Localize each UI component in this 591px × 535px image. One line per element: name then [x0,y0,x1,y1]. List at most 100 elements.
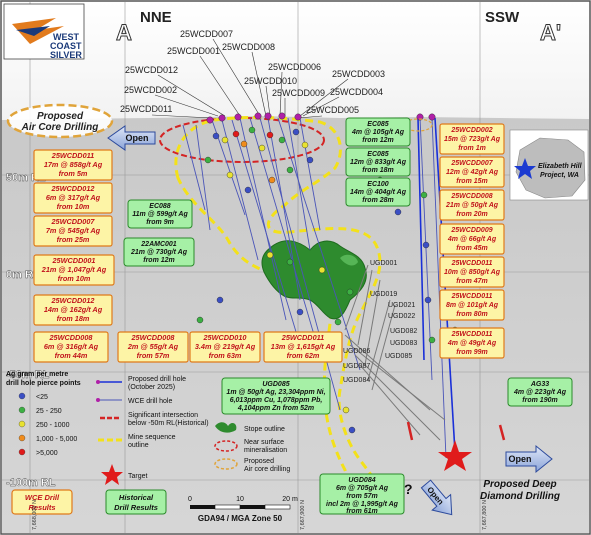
northing-labels: 7,668,000 N 7,667,900 N 7,667,800 N [32,500,488,530]
svg-text:6m @ 317g/t Ag: 6m @ 317g/t Ag [46,193,101,202]
section-end-a: A [116,20,132,45]
svg-text:Open: Open [508,454,531,464]
svg-text:4m @ 66g/t Ag: 4m @ 66g/t Ag [447,236,497,243]
svg-text:from 9m: from 9m [146,219,174,226]
svg-text:incl 2m @ 1,995g/t Ag: incl 2m @ 1,995g/t Ag [326,501,399,508]
underground-labels: UGD001 UGD019 UGD021 UGD022 UGD082 UGD08… [343,260,417,384]
svg-text:EC085: EC085 [367,121,389,128]
legend-swatch [18,406,26,414]
proposed-deep-label: Proposed Deep [483,479,556,490]
ug-label: UGD087 [343,363,370,370]
collar-label: 25WCDD001 [167,46,220,56]
svg-text:15m @ 723g/t Ag: 15m @ 723g/t Ag [444,136,501,143]
svg-text:12m @ 833g/t Ag: 12m @ 833g/t Ag [350,159,407,166]
legend-wce-box [11,489,73,515]
section-end-a-prime: A' [540,20,561,45]
svg-text:25WCDD008: 25WCDD008 [450,193,492,200]
collar-label: 25WCDD007 [180,29,233,39]
svg-text:from 47m: from 47m [456,278,488,285]
ug-label: UGD019 [370,291,397,298]
svg-text:from 1m: from 1m [458,145,486,152]
svg-text:4m @ 105g/t Ag: 4m @ 105g/t Ag [351,129,405,136]
ug-label: UGD086 [343,348,370,355]
svg-text:20 m: 20 m [282,496,298,503]
svg-text:25WCDD001: 25WCDD001 [52,256,96,265]
svg-text:COAST: COAST [50,41,82,51]
collar-label: 25WCDD008 [222,42,275,52]
svg-text:Stope outline: Stope outline [244,426,285,433]
svg-text:from 190m: from 190m [522,397,557,404]
svg-text:6m @ 316g/t Ag: 6m @ 316g/t Ag [44,342,99,351]
legend-hist-box [105,489,167,515]
wce-box: 25WCDD011 8m @ 101g/t Ag from 80m [439,289,505,321]
svg-text:25WCDD007: 25WCDD007 [450,160,493,167]
svg-text:13m @ 1,615g/t Ag: 13m @ 1,615g/t Ag [271,342,336,351]
svg-text:below -50m RL(Historical): below -50m RL(Historical) [128,420,209,427]
svg-text:(October 2025): (October 2025) [128,384,175,391]
proposed-deep-label: Diamond Drilling [480,491,560,502]
svg-text:1,000 - 5,000: 1,000 - 5,000 [36,436,77,443]
wce-box: 25WCDD012 14m @ 162g/t Ag from 18m [33,294,113,326]
svg-text:25WCDD009: 25WCDD009 [450,227,492,234]
svg-text:WCE drill hole: WCE drill hole [128,398,172,405]
svg-text:25WCDD010: 25WCDD010 [203,333,247,342]
ug-label: UGD021 [388,302,415,309]
open-arrow-right: Open [505,444,553,474]
ug-label: UGD085 [385,353,412,360]
wce-box: 25WCDD011 4m @ 49g/t Ag from 99m [439,327,505,359]
wce-box: 25WCDD008 6m @ 316g/t Ag from 44m [33,331,109,363]
stope-shape-highlight [340,254,358,266]
ug-label: UGD022 [388,313,415,320]
legend-target-star [101,464,123,485]
svg-text:from 99m: from 99m [456,349,488,356]
hist-box: 22AMC001 21m @ 730g/t Ag from 12m [123,237,195,267]
svg-text:drill hole pierce points: drill hole pierce points [6,380,81,387]
svg-text:outline: outline [128,442,149,449]
svg-text:25WCDD012: 25WCDD012 [51,296,95,305]
svg-text:7m @ 545g/t Ag: 7m @ 545g/t Ag [46,226,101,235]
svg-text:21m @ 50g/t Ag: 21m @ 50g/t Ag [445,202,499,209]
svg-text:from 15m: from 15m [456,178,488,185]
svg-text:17m @ 858g/t Ag: 17m @ 858g/t Ag [44,160,103,169]
svg-text:Significant intersection: Significant intersection [128,412,198,419]
svg-text:from 28m: from 28m [362,197,394,204]
svg-text:25 - 250: 25 - 250 [36,408,62,415]
bearing-nne: NNE [140,9,172,26]
svg-text:4m @ 223g/t Ag: 4m @ 223g/t Ag [513,389,567,396]
wce-box: 25WCDD011 17m @ 858g/t Ag from 5m [33,149,113,181]
svg-text:from 62m: from 62m [287,351,320,360]
svg-text:from 18m: from 18m [362,167,394,174]
svg-text:from 20m: from 20m [456,211,488,218]
svg-text:SILVER: SILVER [50,50,82,60]
svg-text:3.4m @ 219g/t Ag: 3.4m @ 219g/t Ag [195,342,256,351]
svg-text:from 12m: from 12m [143,257,175,264]
svg-text:Open: Open [125,133,148,143]
hist-box: EC085 12m @ 833g/t Ag from 18m [345,147,411,177]
svg-text:>5,000: >5,000 [36,450,58,457]
collar-label: 25WCDD005 [306,105,359,115]
svg-text:from 57m: from 57m [346,493,378,500]
collar-label: 25WCDD003 [332,69,385,79]
wce-box: 25WCDD007 12m @ 42g/t Ag from 15m [439,156,505,188]
bearing-ssw: SSW [485,9,520,26]
project-location-star [514,158,536,179]
svg-text:14m @ 162g/t Ag: 14m @ 162g/t Ag [44,305,103,314]
svg-text:from 5m: from 5m [59,169,88,178]
historical-result-boxes: EC085 4m @ 105g/t Ag from 12m EC085 12m … [123,117,573,515]
svg-text:WCE Drill: WCE Drill [25,493,60,502]
wce-result-boxes: 25WCDD011 17m @ 858g/t Ag from 5m 25WCDD… [33,123,505,363]
svg-text:AG33: AG33 [530,381,549,388]
sky-area [2,2,589,122]
hist-box: EC085 4m @ 105g/t Ag from 12m [345,117,411,147]
svg-text:UGD084: UGD084 [348,477,375,484]
svg-text:6m @ 705g/t Ag: 6m @ 705g/t Ag [336,485,389,492]
target-star [438,440,472,471]
wce-box: 25WCDD008 2m @ 55g/t Ag from 57m [117,331,189,363]
svg-text:UGD085: UGD085 [262,381,289,388]
wce-box: 25WCDD010 3.4m @ 219g/t Ag from 63m [189,331,261,363]
svg-text:from 44m: from 44m [55,351,88,360]
svg-text:14m @ 404g/t Ag: 14m @ 404g/t Ag [350,189,407,196]
collar-label: 25WCDD002 [124,85,177,95]
svg-text:25WCDD011: 25WCDD011 [451,331,493,338]
svg-text:25WCDD002: 25WCDD002 [450,127,492,134]
